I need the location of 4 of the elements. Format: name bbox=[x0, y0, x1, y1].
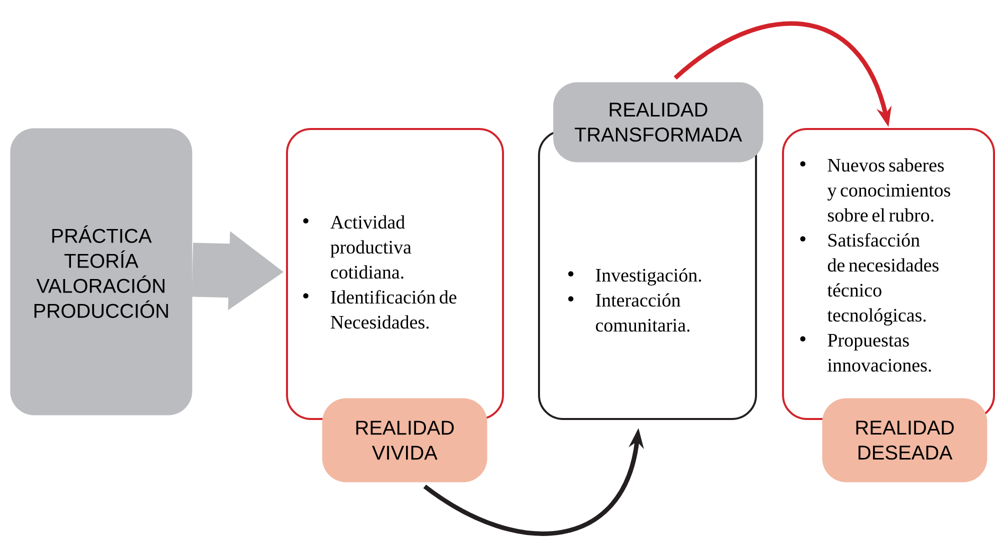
label-tab: REALIDAD DESEADA bbox=[822, 398, 988, 482]
label-tab: REALIDAD VIVIDA bbox=[322, 398, 488, 482]
process-box: PRÁCTICA TEORÍA VALORACIÓN PRODUCCIÓN bbox=[10, 128, 192, 416]
label-tab: REALIDAD TRANSFORMADA bbox=[553, 82, 764, 162]
